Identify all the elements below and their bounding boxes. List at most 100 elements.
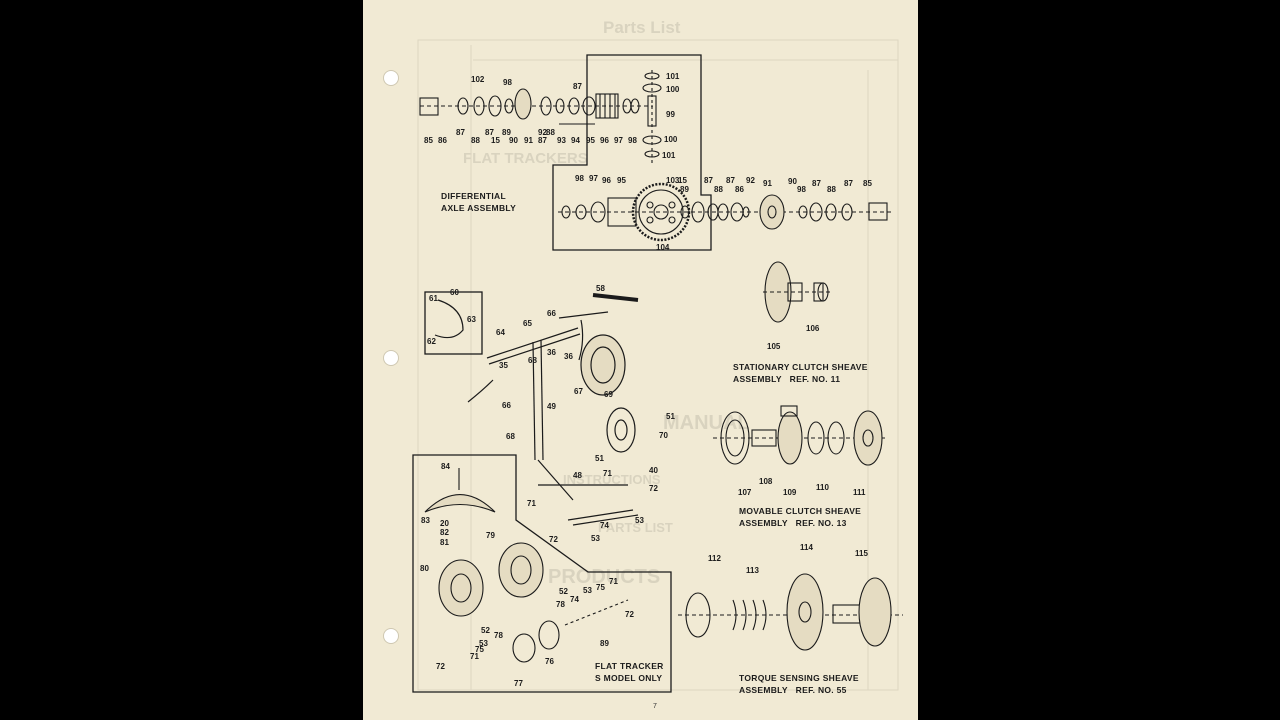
part-number-label: 98 — [628, 136, 637, 145]
part-number-label: 92 — [746, 176, 755, 185]
part-number-label: 89 — [680, 185, 689, 194]
movable-sheave — [713, 405, 888, 466]
part-number-label: 94 — [571, 136, 580, 145]
caption-torque-sensing: TORQUE SENSING SHEAVE ASSEMBLY REF. NO. … — [739, 673, 859, 695]
part-number-label: 101 — [666, 72, 680, 81]
torque-sheave — [678, 573, 903, 651]
caption-movable-clutch: MOVABLE CLUTCH SHEAVE ASSEMBLY REF. NO. … — [739, 506, 862, 528]
part-number-label: 87 — [538, 136, 547, 145]
cable-inset-box — [424, 291, 483, 355]
part-number-label: 96 — [600, 136, 609, 145]
part-number-label: 78 — [494, 631, 503, 640]
flat-tracker-parts — [424, 468, 629, 663]
part-number-label: 111 — [853, 488, 866, 497]
part-number-label: 77 — [514, 679, 523, 688]
caption-flat-tracker: FLAT TRACKER S MODEL ONLY — [595, 661, 664, 683]
part-number-label: 105 — [767, 342, 781, 351]
part-number-label: 89 — [502, 128, 511, 137]
part-number-label: 85 — [424, 136, 433, 145]
differential-upper-row — [419, 70, 662, 165]
part-number-label: 95 — [617, 176, 626, 185]
part-number-label: 84 — [441, 462, 450, 471]
part-number-label: 69 — [604, 390, 613, 399]
part-number-label: 61 — [429, 294, 438, 303]
binder-hole-middle — [383, 350, 399, 366]
part-number-label: 86 — [438, 136, 447, 145]
part-number-label: 53 — [583, 586, 592, 595]
part-number-label: 67 — [574, 387, 583, 396]
part-number-label: 58 — [596, 284, 605, 293]
part-number-label: 74 — [570, 595, 579, 604]
part-number-label: 90 — [788, 177, 797, 186]
ghost-manual: MANUAL — [663, 412, 750, 434]
part-number-label: 106 — [806, 324, 820, 333]
part-number-label: 115 — [855, 549, 868, 558]
part-number-label: 97 — [614, 136, 623, 145]
part-number-label: 53 — [591, 534, 600, 543]
part-number-label: 82 — [440, 528, 449, 537]
part-number-label: 36 — [547, 348, 556, 357]
part-number-label: 81 — [440, 538, 449, 547]
part-number-label: 52 — [481, 626, 490, 635]
part-number-label: 75 — [475, 645, 484, 654]
part-number-label: 71 — [470, 652, 479, 661]
parts-list-page: Parts List FLAT TRACKERS MANUAL INSTRUCT… — [363, 0, 918, 720]
part-number-label: 87 — [704, 176, 713, 185]
part-number-label: 114 — [800, 543, 813, 552]
part-number-label: 78 — [556, 600, 565, 609]
part-number-label: 66 — [547, 309, 556, 318]
part-number-label: 98 — [575, 174, 584, 183]
page-number: 7 — [653, 703, 657, 710]
part-number-label: 88 — [714, 185, 723, 194]
part-number-label: 97 — [589, 174, 598, 183]
part-number-label: 79 — [486, 531, 495, 540]
part-number-label: 63 — [467, 315, 476, 324]
part-number-label: 113 — [746, 566, 759, 575]
binder-hole-bottom — [383, 628, 399, 644]
part-number-label: 90 — [509, 136, 518, 145]
caption-differential-axle: DIFFERENTIAL AXLE ASSEMBLY — [441, 191, 517, 213]
part-number-label: 112 — [708, 554, 721, 563]
part-number-label: 72 — [549, 535, 558, 544]
part-number-label: 99 — [666, 110, 675, 119]
part-number-label: 88 — [827, 185, 836, 194]
part-number-label: 98 — [503, 78, 512, 87]
part-number-label: 109 — [783, 488, 797, 497]
part-number-label: 87 — [844, 179, 853, 188]
part-number-label: 80 — [420, 564, 429, 573]
part-number-label: 92 — [538, 128, 547, 137]
part-number-label: 108 — [759, 477, 773, 486]
ghost-instructions: INSTRUCTIONS — [563, 472, 661, 487]
part-number-label: 85 — [863, 179, 872, 188]
flat-tracker-boundary — [412, 454, 672, 693]
part-number-label: 95 — [586, 136, 595, 145]
part-number-label: 103 — [666, 176, 680, 185]
part-number-label: 71 — [603, 469, 612, 478]
ghost-flat-trackers: FLAT TRACKERS — [463, 150, 588, 167]
caption-stationary-clutch: STATIONARY CLUTCH SHEAVE ASSEMBLY REF. N… — [733, 362, 868, 384]
part-number-label: 74 — [600, 521, 609, 530]
part-number-label: 51 — [595, 454, 604, 463]
part-number-label: 91 — [763, 179, 772, 188]
part-number-label: 88 — [546, 128, 555, 137]
part-number-label: 62 — [427, 337, 436, 346]
part-number-label: 53 — [635, 516, 644, 525]
part-number-label: 71 — [609, 577, 618, 586]
part-number-label: 68 — [506, 432, 515, 441]
part-number-label: 107 — [738, 488, 752, 497]
part-number-label: 110 — [816, 483, 829, 492]
part-number-label: 87 — [573, 82, 582, 91]
part-number-label: 48 — [573, 471, 582, 480]
part-number-label: 70 — [659, 431, 668, 440]
part-number-label: 93 — [557, 136, 566, 145]
part-number-label: 83 — [421, 516, 430, 525]
part-number-label: 64 — [496, 328, 505, 337]
part-number-label: 72 — [649, 484, 658, 493]
part-number-label: 75 — [596, 583, 605, 592]
differential-lower-row — [558, 182, 893, 242]
part-number-label: 89 — [600, 639, 609, 648]
part-number-label: 72 — [625, 610, 634, 619]
part-number-label: 91 — [524, 136, 533, 145]
part-number-label: 96 — [602, 176, 611, 185]
part-number-label: 102 — [471, 75, 485, 84]
